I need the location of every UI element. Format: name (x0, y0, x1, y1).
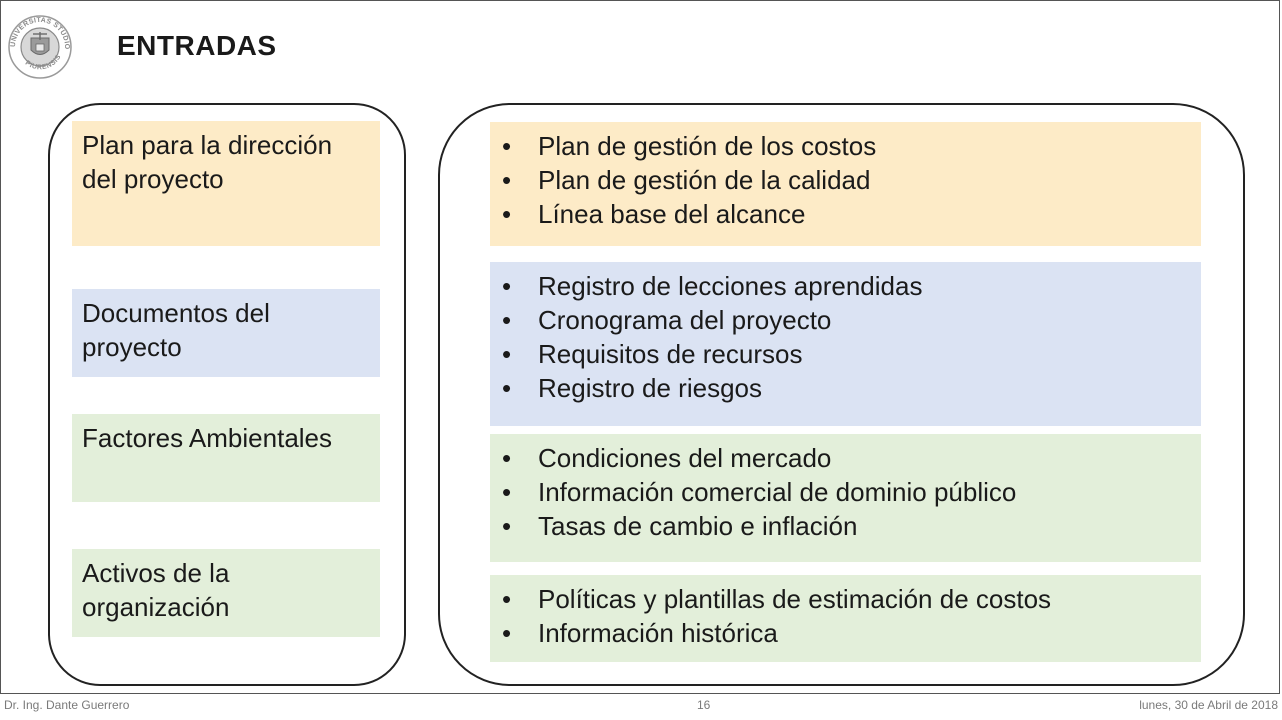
category-box-activos: Activos de la organización (72, 549, 380, 637)
right-rounded-frame (438, 103, 1245, 686)
list-item: Cronograma del proyecto (502, 303, 1191, 337)
slide-frame (0, 0, 1280, 694)
category-label: Documentos del proyecto (82, 298, 270, 362)
list-item: Requisitos de recursos (502, 337, 1191, 371)
category-box-factores: Factores Ambientales (72, 414, 380, 502)
list-item: Plan de gestión de la calidad (502, 163, 1191, 197)
footer-date: lunes, 30 de Abril de 2018 (1139, 698, 1278, 712)
footer-author: Dr. Ing. Dante Guerrero (4, 698, 130, 712)
left-rounded-frame (48, 103, 406, 686)
university-seal-icon: UNIVERSITAS STUDIORUM PIURENSIS (6, 13, 72, 79)
list-item: Información histórica (502, 616, 1191, 650)
category-label: Factores Ambientales (82, 423, 333, 453)
list-item: Condiciones del mercado (502, 441, 1191, 475)
category-label: Activos de la organización (82, 558, 230, 622)
input-group-plan: Plan de gestión de los costos Plan de ge… (490, 122, 1201, 246)
category-box-documentos: Documentos del proyecto (72, 289, 380, 377)
input-group-documentos: Registro de lecciones aprendidas Cronogr… (490, 262, 1201, 426)
category-label: Plan para la dirección del proyecto (82, 130, 333, 194)
footer-page-number: 16 (697, 698, 711, 712)
list-item: Plan de gestión de los costos (502, 129, 1191, 163)
input-group-activos: Políticas y plantillas de estimación de … (490, 575, 1201, 662)
input-group-factores: Condiciones del mercado Información come… (490, 434, 1201, 562)
list-item: Políticas y plantillas de estimación de … (502, 582, 1191, 616)
list-item: Información comercial de dominio público (502, 475, 1191, 509)
slide-title: ENTRADAS (117, 30, 277, 61)
list-item: Línea base del alcance (502, 197, 1191, 231)
list-item: Registro de lecciones aprendidas (502, 269, 1191, 303)
list-item: Registro de riesgos (502, 371, 1191, 405)
category-box-plan: Plan para la dirección del proyecto (72, 121, 380, 246)
list-item: Tasas de cambio e inflación (502, 509, 1191, 543)
